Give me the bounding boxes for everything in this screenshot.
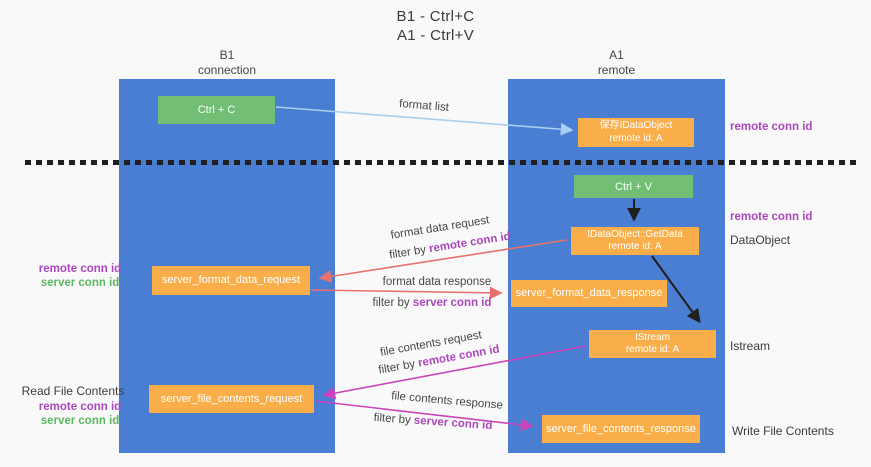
- label-write-file-contents: Write File Contents: [732, 424, 834, 438]
- arrow-label-filter-server-2: filter by server conn id: [338, 409, 528, 434]
- filter-by-text: filter by: [372, 297, 413, 309]
- label-left-remote-conn-id-1: remote conn id: [38, 263, 122, 275]
- label-istream: Istream: [730, 339, 771, 353]
- arrow-label-format-list: format list: [398, 98, 450, 114]
- box-server-format-data-request: server_format_data_request: [152, 266, 310, 295]
- label-read-file-contents: Read File Contents: [21, 384, 125, 398]
- box-istream-line1: IStream: [634, 331, 670, 343]
- box-server-format-data-response: server_format_data_response: [511, 280, 667, 307]
- box-ctrl-c-label: Ctrl + C: [197, 104, 236, 116]
- arrow-label-filter-server-1: filter by server conn id: [342, 297, 522, 309]
- box-server-format-data-response-label: server_format_data_response: [515, 287, 663, 300]
- arrow-format-data-response: [310, 286, 503, 300]
- arrow-label-format-data-response: format data response: [382, 276, 492, 288]
- filter-by-text: filter by: [388, 243, 431, 262]
- label-left-remote-conn-id-2: remote conn id: [38, 401, 122, 413]
- box-save-idataobject-line2: remote id: A: [609, 132, 663, 144]
- server-conn-id-keyword: server conn id: [412, 297, 492, 309]
- box-server-file-contents-request: server_file_contents_request: [149, 385, 314, 413]
- box-ctrl-v: Ctrl + V: [574, 175, 693, 198]
- box-server-file-contents-response-label: server_file_contents_response: [546, 422, 696, 435]
- filter-by-text: filter by: [377, 357, 420, 377]
- diagram-title-line-2: A1 - Ctrl+V: [396, 27, 475, 44]
- label-remote-conn-id-mid: remote conn id: [730, 211, 813, 223]
- server-conn-id-keyword: server conn id: [413, 414, 493, 433]
- dashed-separator: [25, 160, 860, 165]
- box-save-idataobject: 保存IDataObject remote id: A: [578, 118, 694, 147]
- diagram-title-line-1: B1 - Ctrl+C: [396, 8, 475, 25]
- lifeline-b1-subtitle: connection: [197, 63, 257, 77]
- box-istream-line2: remote id: A: [625, 344, 680, 355]
- box-istream: IStream remote id: A: [589, 330, 716, 358]
- lifeline-header-b1: B1 connection: [119, 48, 335, 78]
- label-remote-conn-id-top: remote conn id: [730, 121, 813, 133]
- remote-conn-id-keyword: remote conn id: [428, 230, 512, 256]
- box-server-format-data-request-label: server_format_data_request: [161, 274, 301, 287]
- label-left-server-conn-id-1: server conn id: [40, 277, 120, 289]
- box-idataobject-getdata: IDataObject::GetData remote id: A: [571, 227, 699, 255]
- lifeline-b1-name: B1: [219, 48, 235, 62]
- lifeline-header-a1: A1 remote: [508, 48, 725, 78]
- box-ctrl-v-label: Ctrl + V: [615, 180, 652, 193]
- box-save-idataobject-line1: 保存IDataObject: [599, 120, 673, 131]
- label-dataobject: DataObject: [730, 233, 791, 247]
- box-idataobject-getdata-line1: IDataObject::GetData: [587, 228, 683, 240]
- box-server-file-contents-request-label: server_file_contents_request: [160, 392, 303, 405]
- lifeline-a1-subtitle: remote: [597, 63, 636, 77]
- box-server-file-contents-response: server_file_contents_response: [542, 415, 700, 443]
- lifeline-a1-name: A1: [609, 48, 624, 62]
- box-ctrl-c: Ctrl + C: [158, 96, 275, 124]
- box-idataobject-getdata-line2: remote id: A: [608, 241, 662, 252]
- label-left-server-conn-id-2: server conn id: [40, 415, 120, 427]
- filter-by-text: filter by: [373, 411, 415, 427]
